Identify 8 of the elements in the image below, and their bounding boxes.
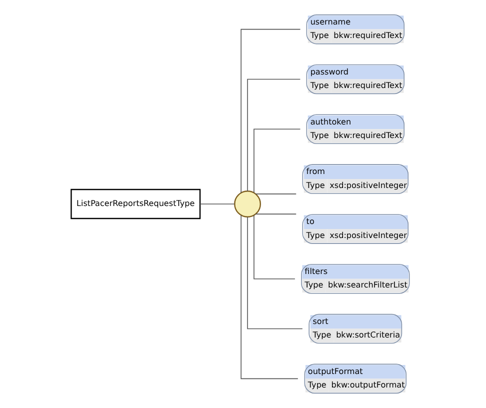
node-box: ListPacerReportsRequestType xyxy=(70,188,200,220)
connector xyxy=(240,28,300,194)
connector xyxy=(253,128,300,194)
connector xyxy=(240,214,298,380)
node-circle xyxy=(234,190,260,218)
connector xyxy=(246,78,300,192)
connector xyxy=(246,216,302,330)
connector xyxy=(253,214,295,280)
